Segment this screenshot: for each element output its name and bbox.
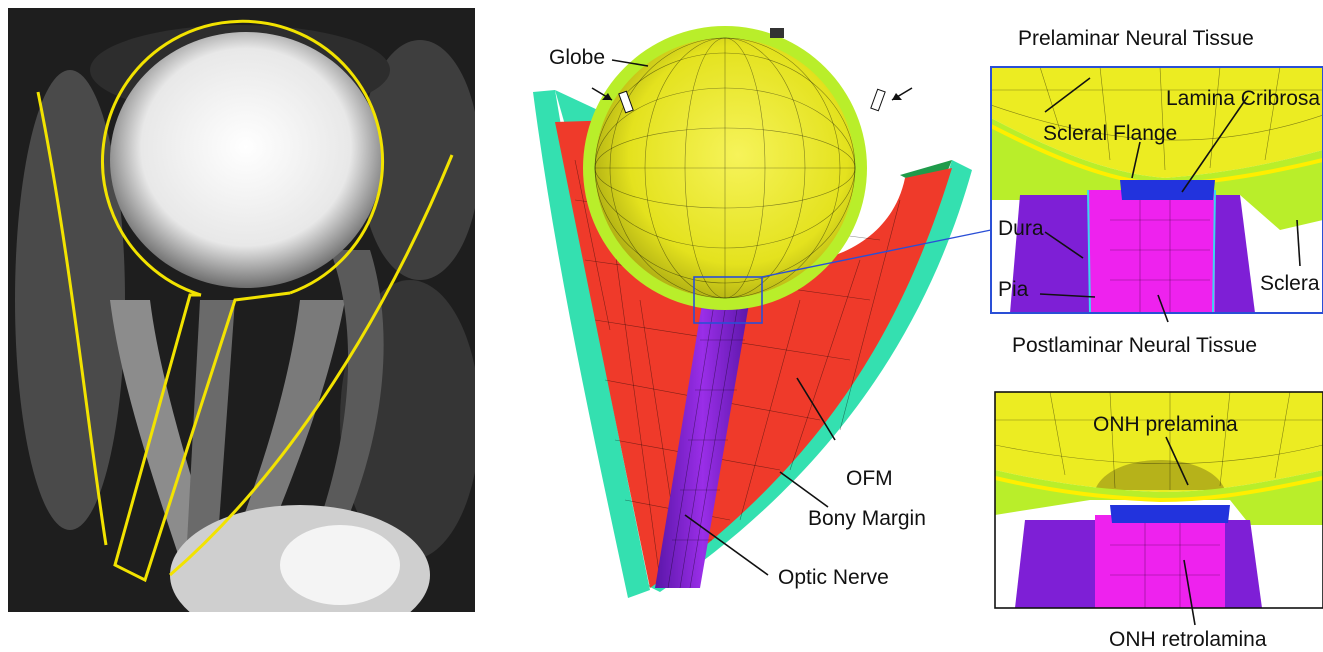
label-dura: Dura (998, 217, 1044, 240)
label-onh-retrolamina: ONH retrolamina (1109, 628, 1267, 651)
label-pia: Pia (998, 278, 1029, 301)
label-scleral-flange: Scleral Flange (1043, 122, 1177, 145)
label-optic-nerve: Optic Nerve (778, 566, 889, 589)
label-prelaminar-neural-tissue: Prelaminar Neural Tissue (1018, 27, 1254, 50)
mri-panel (8, 8, 480, 645)
label-lamina-cribrosa: Lamina Cribrosa (1166, 87, 1320, 110)
label-sclera: Sclera (1260, 272, 1320, 295)
label-bony-margin: Bony Margin (808, 507, 926, 530)
label-postlaminar-neural-tissue: Postlaminar Neural Tissue (1012, 334, 1257, 357)
label-ofm: OFM (846, 467, 893, 490)
label-onh-prelamina: ONH prelamina (1093, 413, 1238, 436)
label-globe: Globe (549, 46, 605, 69)
